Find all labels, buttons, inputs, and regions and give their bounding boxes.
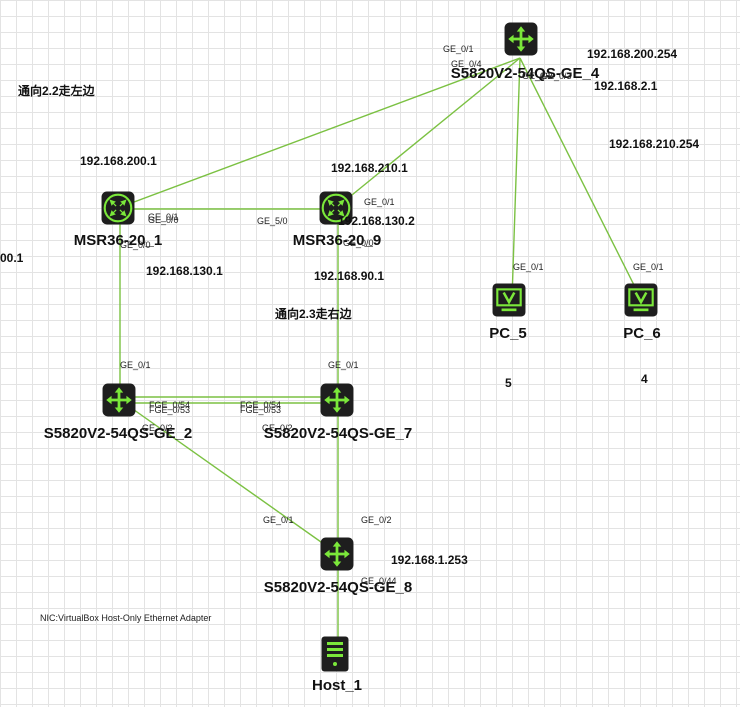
port-label: GE_0/3 [541, 71, 572, 81]
port-label: GE_0/2 [361, 515, 392, 525]
device-r9[interactable]: MSR36-20_9 [293, 191, 381, 249]
port-label: FGE_0/53 [240, 405, 281, 415]
number-label: 5 [505, 376, 512, 390]
ip-label: 192.168.210.254 [609, 137, 699, 151]
device-name: S5820V2-54QS-GE_4 [451, 65, 600, 82]
link-s4-r1 [117, 57, 521, 209]
port-label: GE_0/1 [328, 360, 359, 370]
port-label: GE_5/0 [257, 216, 288, 226]
port-label: GE_0/2 [142, 423, 173, 433]
port-label: GE_0/0 [148, 215, 179, 225]
port-label: GE_0/1 [513, 262, 544, 272]
pc-icon [624, 283, 658, 317]
port-label: GE_0/4 [451, 59, 482, 69]
port-label: GE_0/44 [361, 576, 397, 586]
note-label: 通向2.3走右边 [275, 306, 353, 321]
ip-label: 192.168.90.1 [314, 269, 384, 283]
device-name: MSR36-20_1 [74, 232, 162, 249]
switch-icon [320, 537, 354, 571]
nic-label: NIC:VirtualBox Host-Only Ethernet Adapte… [40, 613, 211, 623]
port-label: FGE_0/53 [149, 405, 190, 415]
device-s4[interactable]: S5820V2-54QS-GE_4 [451, 22, 600, 82]
device-h1[interactable]: Host_1 [312, 636, 362, 695]
device-r1[interactable]: MSR36-20_1 [74, 191, 162, 249]
link-s4-pc6 [519, 57, 642, 300]
ip-label: 192.168.1.253 [391, 553, 468, 567]
device-name: S5820V2-54QS-GE_2 [44, 425, 192, 442]
ip-label: 192.168.210.1 [331, 161, 408, 175]
link-s4-r9 [335, 57, 521, 209]
port-label: GE_0/1 [633, 262, 664, 272]
device-name: MSR36-20_9 [293, 232, 381, 249]
port-label: GE_0/1 [263, 515, 294, 525]
device-name: PC_5 [489, 325, 527, 342]
port-label: FGE_0/54 [240, 400, 281, 410]
device-name: Host_1 [312, 677, 362, 694]
port-label: GE_0/1 [120, 360, 151, 370]
port-label: GE_0/0 [343, 238, 374, 248]
port-labels: GE_0/1 GE_0/4 GE_0/2 GE_0/3 GE_0/1 GE_0/… [120, 44, 664, 586]
device-name: S5820V2-54QS-GE_7 [264, 425, 412, 442]
switch-icon [320, 383, 354, 417]
port-label: GE_0/0 [120, 240, 151, 250]
links [117, 57, 642, 654]
device-s2[interactable]: S5820V2-54QS-GE_2 [44, 383, 192, 442]
ip-label: 192.168.200.1 [80, 154, 157, 168]
port-label: GE_0/1 [364, 197, 395, 207]
port-label: FGE_0/54 [149, 400, 190, 410]
device-s7[interactable]: S5820V2-54QS-GE_7 [264, 383, 412, 442]
device-name: S5820V2-54QS-GE_8 [264, 579, 412, 596]
switch-icon [102, 383, 136, 417]
link-s2-s8 [119, 399, 339, 555]
link-s4-pc5 [511, 57, 521, 300]
note-label: 通向2.2走左边 [18, 83, 96, 98]
device-name: PC_6 [623, 325, 661, 342]
device-pc6[interactable]: PC_6 [623, 283, 661, 342]
port-label: GE_0/1 [148, 212, 179, 222]
port-label: GE_0/1 [443, 44, 474, 54]
ip-label-partial: 00.1 [0, 251, 24, 265]
router-icon [101, 191, 135, 225]
ip-label: 192.168.130.2 [338, 214, 415, 228]
annotations: 192.168.200.254 192.168.2.1 192.168.210.… [0, 47, 699, 623]
port-label: GE_0/2 [262, 423, 293, 433]
device-pc5[interactable]: PC_5 [489, 283, 527, 342]
server-icon [321, 636, 349, 672]
number-label: 4 [641, 372, 648, 386]
port-label: GE_0/2 [522, 71, 553, 81]
switch-icon [504, 22, 538, 56]
ip-label: 192.168.2.1 [594, 79, 658, 93]
ip-label: 192.168.200.254 [587, 47, 677, 61]
ip-label: 192.168.130.1 [146, 264, 223, 278]
pc-icon [492, 283, 526, 317]
device-s8[interactable]: S5820V2-54QS-GE_8 [264, 537, 412, 596]
